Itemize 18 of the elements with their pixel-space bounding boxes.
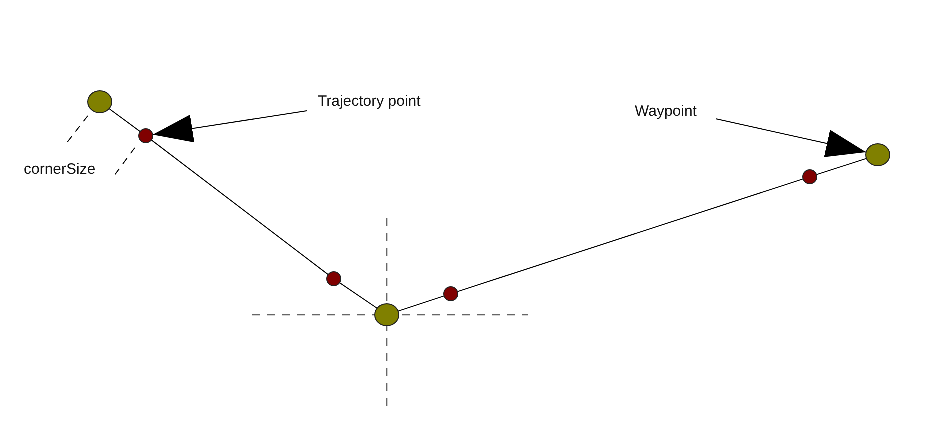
connector-line — [816, 158, 868, 176]
dimension-label: cornerSize — [24, 161, 96, 179]
trajectory-point-marker — [326, 271, 342, 287]
connector-line — [108, 108, 141, 132]
trajectory-point-marker — [443, 286, 459, 302]
annotation-text: Trajectory point — [318, 93, 421, 111]
waypoint-marker — [865, 143, 891, 167]
annotation-text: Waypoint — [635, 103, 697, 121]
leader-arrow — [152, 110, 308, 143]
waypoint-marker — [87, 90, 113, 114]
connector-line — [151, 140, 329, 276]
connector-line — [398, 296, 445, 312]
connector-line — [339, 282, 378, 309]
connector-line — [457, 178, 804, 292]
trajectory-point-marker — [138, 128, 154, 144]
waypoint-marker — [374, 303, 400, 327]
leader-arrow — [716, 118, 867, 158]
trajectory-point-marker — [802, 169, 818, 185]
